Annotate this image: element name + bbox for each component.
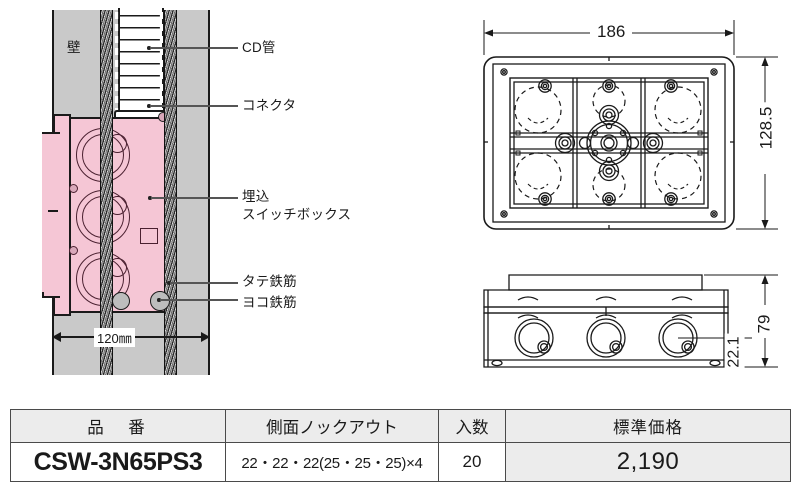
- cell-price: 2,190: [505, 442, 791, 482]
- side-view-knockout-dimension-text: 22.1: [724, 333, 745, 371]
- leader-line-connector: [150, 105, 238, 107]
- spec-table: 品 番 側面ノックアウト 入数 標準価格 CSW-3N65PS3 22・22・2…: [10, 409, 791, 482]
- front-view-height-dimension-text: 128.5: [754, 102, 779, 154]
- side-view-height-dimension-text: 79: [752, 310, 777, 338]
- table-row: CSW-3N65PS3 22・22・22(25・25・25)×4 20 2,19…: [10, 442, 791, 482]
- label-switch-box-line2: スイッチボックス: [242, 207, 352, 222]
- front-view-width-dimension-text: 186: [593, 22, 630, 42]
- cell-quantity: 20: [438, 442, 506, 482]
- cell-side-knockout: 22・22・22(25・25・25)×4: [225, 442, 439, 482]
- header-quantity: 入数: [438, 409, 506, 443]
- wall-right-edge: [208, 10, 211, 375]
- horizontal-rebar-left: [112, 292, 130, 310]
- header-part-number: 品 番: [10, 409, 226, 443]
- leader-line-vertical-rebar: [170, 282, 238, 284]
- vertical-rebar-left: [100, 10, 113, 375]
- leader-line-horizontal-rebar: [160, 299, 238, 301]
- label-vertical-rebar: タテ鉄筋: [242, 274, 297, 289]
- label-cd-pipe: CD管: [242, 40, 276, 55]
- leader-dot-horizontal-rebar: [157, 298, 161, 302]
- leader-dot-connector: [147, 104, 151, 108]
- embedded-switch-box: [36, 110, 168, 316]
- leader-line-switch-box: [151, 197, 238, 199]
- side-view-svg: [483, 274, 778, 368]
- front-view-drawing: 186 128.5: [460, 0, 800, 250]
- dimension-120mm-text: 120㎜: [94, 328, 135, 347]
- side-view-drawing: 79 22.1: [460, 250, 800, 390]
- vertical-rebar-right: [164, 10, 177, 375]
- label-horizontal-rebar: ヨコ鉄筋: [242, 295, 297, 310]
- leader-line-cd-pipe: [150, 47, 238, 49]
- header-side-knockout: 側面ノックアウト: [225, 409, 439, 443]
- leader-dot-switch-box: [148, 196, 152, 200]
- wall-section-diagram: 壁 CD管 コネクタ 埋込 スイッチボックス タテ鉄筋 ヨコ鉄筋 120㎜: [0, 0, 460, 385]
- label-connector: コネクタ: [242, 98, 297, 113]
- header-price: 標準価格: [505, 409, 791, 443]
- leader-dot-cd-pipe: [147, 46, 151, 50]
- label-switch-box-line1: 埋込: [242, 189, 270, 204]
- cd-pipe: [115, 8, 164, 114]
- dimension-120mm: 120㎜: [52, 328, 210, 347]
- front-view-svg: [483, 20, 778, 230]
- leader-dot-vertical-rebar: [167, 281, 171, 285]
- table-header-row: 品 番 側面ノックアウト 入数 標準価格: [10, 409, 791, 443]
- label-wall: 壁: [67, 40, 81, 55]
- cell-part-number: CSW-3N65PS3: [10, 442, 226, 482]
